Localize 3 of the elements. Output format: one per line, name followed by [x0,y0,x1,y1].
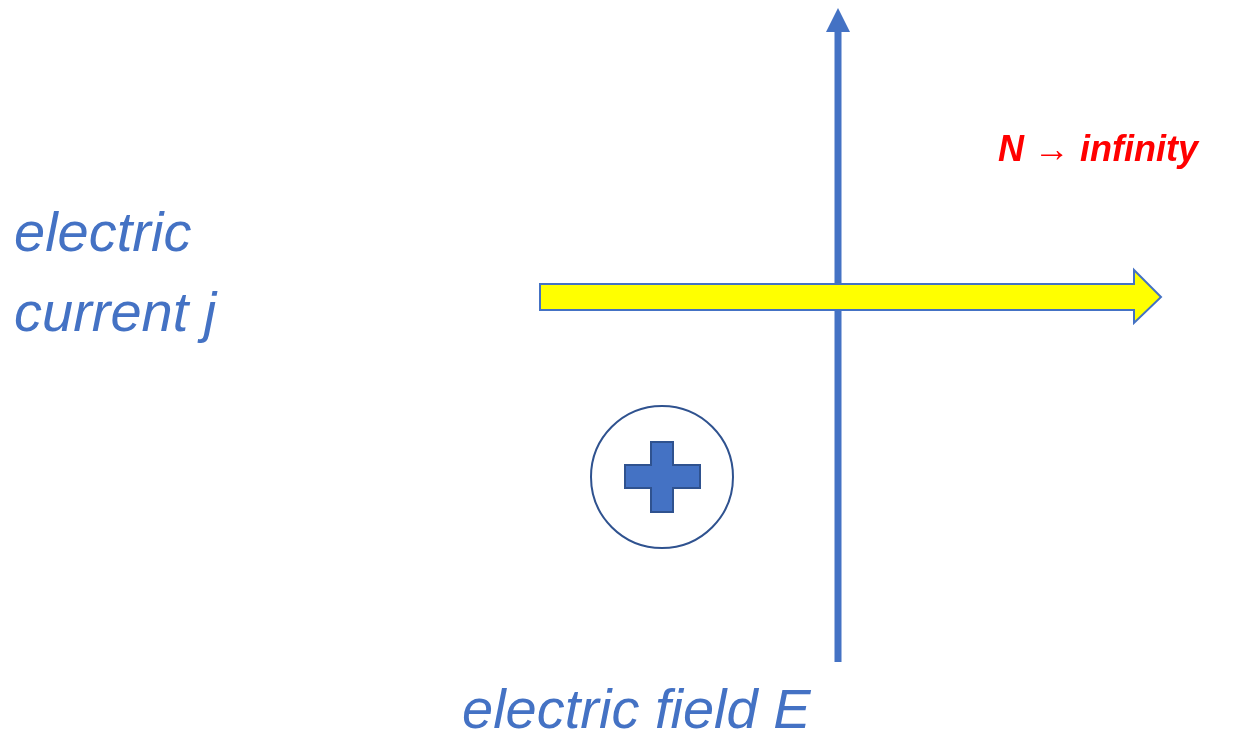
axis-label: electric current j [14,199,219,345]
axis-label: electric field E [462,676,811,741]
limit-note: N → infinity [998,128,1198,170]
